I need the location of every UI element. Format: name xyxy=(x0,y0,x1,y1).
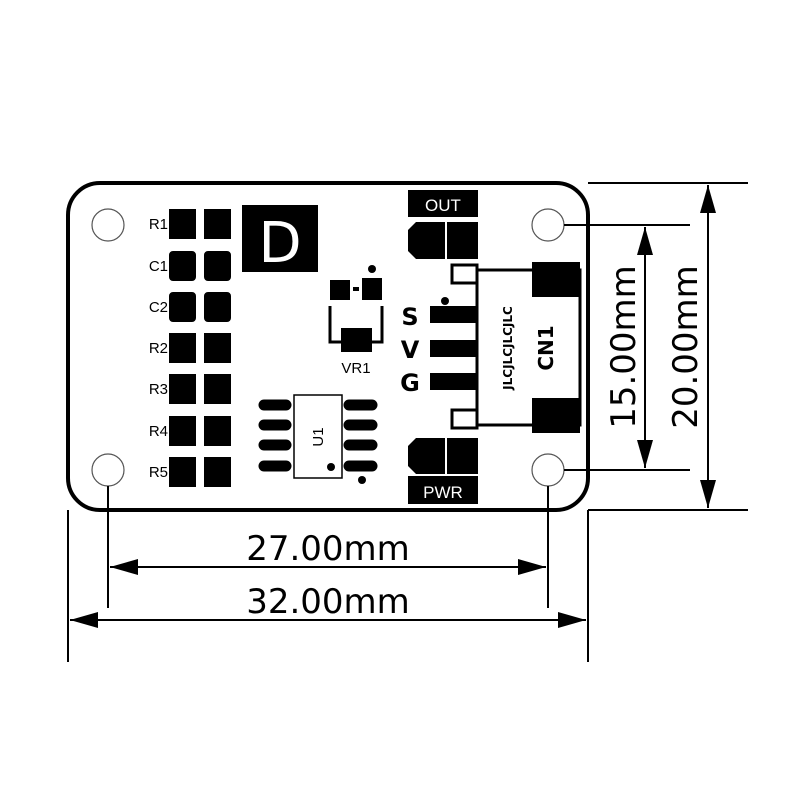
label-c2: C2 xyxy=(149,299,168,316)
label-out: OUT xyxy=(425,196,461,215)
logo-box xyxy=(242,205,318,272)
out-label-box xyxy=(408,190,478,217)
logo-letter: D xyxy=(258,211,301,276)
dimension-32mm: 32.00mm xyxy=(246,582,410,622)
label-vr1: VR1 xyxy=(341,360,370,377)
pin-label-s: S xyxy=(401,303,418,331)
mounting-hole xyxy=(531,208,565,242)
mounting-hole xyxy=(531,453,565,487)
label-pwr: PWR xyxy=(423,483,463,502)
pin-label-v: V xyxy=(401,336,420,364)
pin-label-g: G xyxy=(400,369,420,397)
dimension-lines xyxy=(67,182,748,662)
mounting-hole xyxy=(91,208,125,242)
label-r1: R1 xyxy=(149,216,168,233)
connector-marking: JLCJLCJLCJLC xyxy=(501,306,515,391)
label-c1: C1 xyxy=(149,258,168,275)
label-r2: R2 xyxy=(149,340,168,357)
label-cn1: CN1 xyxy=(534,325,558,370)
vr1-footprint xyxy=(328,265,384,352)
u1-footprint xyxy=(258,394,378,484)
out-led-pads xyxy=(408,222,478,259)
mounting-holes xyxy=(91,208,565,487)
label-r5: R5 xyxy=(149,464,168,481)
label-r4: R4 xyxy=(149,423,168,440)
label-r3: R3 xyxy=(149,381,168,398)
passive-components: R1 C1 C2 R2 R3 R4 R5 xyxy=(149,209,231,487)
cn1-footprint xyxy=(430,262,582,433)
pwr-label-box xyxy=(408,476,478,504)
label-u1: U1 xyxy=(310,427,327,446)
dimension-15mm: 15.00mm xyxy=(604,265,644,429)
dimension-27mm: 27.00mm xyxy=(246,529,410,569)
pwr-led-pads xyxy=(408,438,478,474)
dimension-20mm: 20.00mm xyxy=(666,265,706,429)
mounting-hole xyxy=(91,453,125,487)
